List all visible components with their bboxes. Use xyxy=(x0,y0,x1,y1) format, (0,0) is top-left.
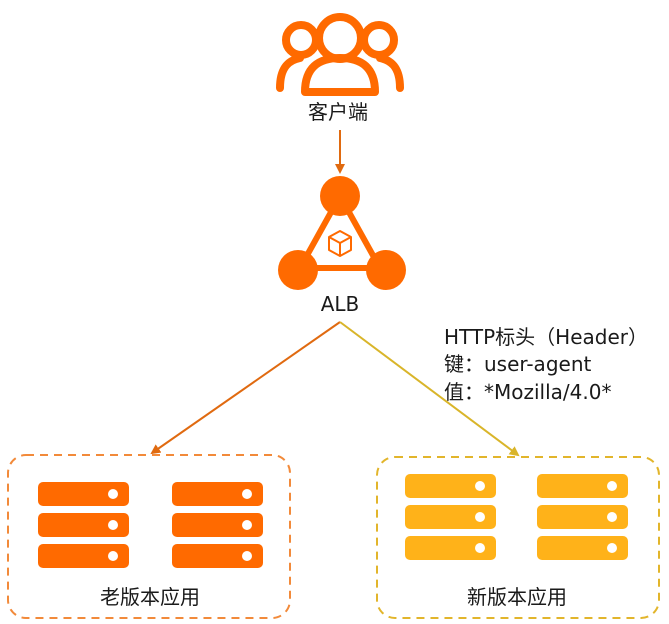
server-light xyxy=(242,489,252,499)
server-unit xyxy=(172,482,263,506)
alb-label: ALB xyxy=(320,292,360,316)
server-unit xyxy=(537,505,628,529)
old-app-group xyxy=(7,454,291,619)
server-light xyxy=(108,489,118,499)
new-app-label: 新版本应用 xyxy=(467,585,567,609)
server-light xyxy=(607,481,617,491)
users-icon xyxy=(276,13,404,96)
server-light xyxy=(475,481,485,491)
server-light xyxy=(242,520,252,530)
alb-to-old-arrow xyxy=(150,321,341,455)
client-label: 客户端 xyxy=(308,100,368,124)
server-light xyxy=(607,543,617,553)
new-servers xyxy=(405,474,628,560)
server-light xyxy=(108,551,118,561)
server-unit xyxy=(405,536,496,560)
server-unit xyxy=(172,513,263,537)
rule-key-line: 键：user-agent xyxy=(444,352,592,376)
alb-to-new-arrow xyxy=(339,321,520,457)
old-app-label: 老版本应用 xyxy=(100,585,200,609)
server-unit xyxy=(537,474,628,498)
new-app-group xyxy=(376,456,660,619)
old-servers xyxy=(38,482,263,568)
server-unit xyxy=(38,513,129,537)
server-unit xyxy=(38,482,129,506)
rule-header-line: HTTP标头（Header） xyxy=(444,325,649,349)
server-light xyxy=(475,543,485,553)
load-balancer-icon xyxy=(278,176,406,290)
server-light xyxy=(607,512,617,522)
server-unit xyxy=(537,536,628,560)
server-unit xyxy=(172,544,263,568)
server-light xyxy=(108,520,118,530)
server-unit xyxy=(38,544,129,568)
rule-value-line: 值：*Mozilla/4.0* xyxy=(444,380,612,404)
server-light xyxy=(475,512,485,522)
server-unit xyxy=(405,474,496,498)
server-unit xyxy=(405,505,496,529)
server-light xyxy=(242,551,252,561)
